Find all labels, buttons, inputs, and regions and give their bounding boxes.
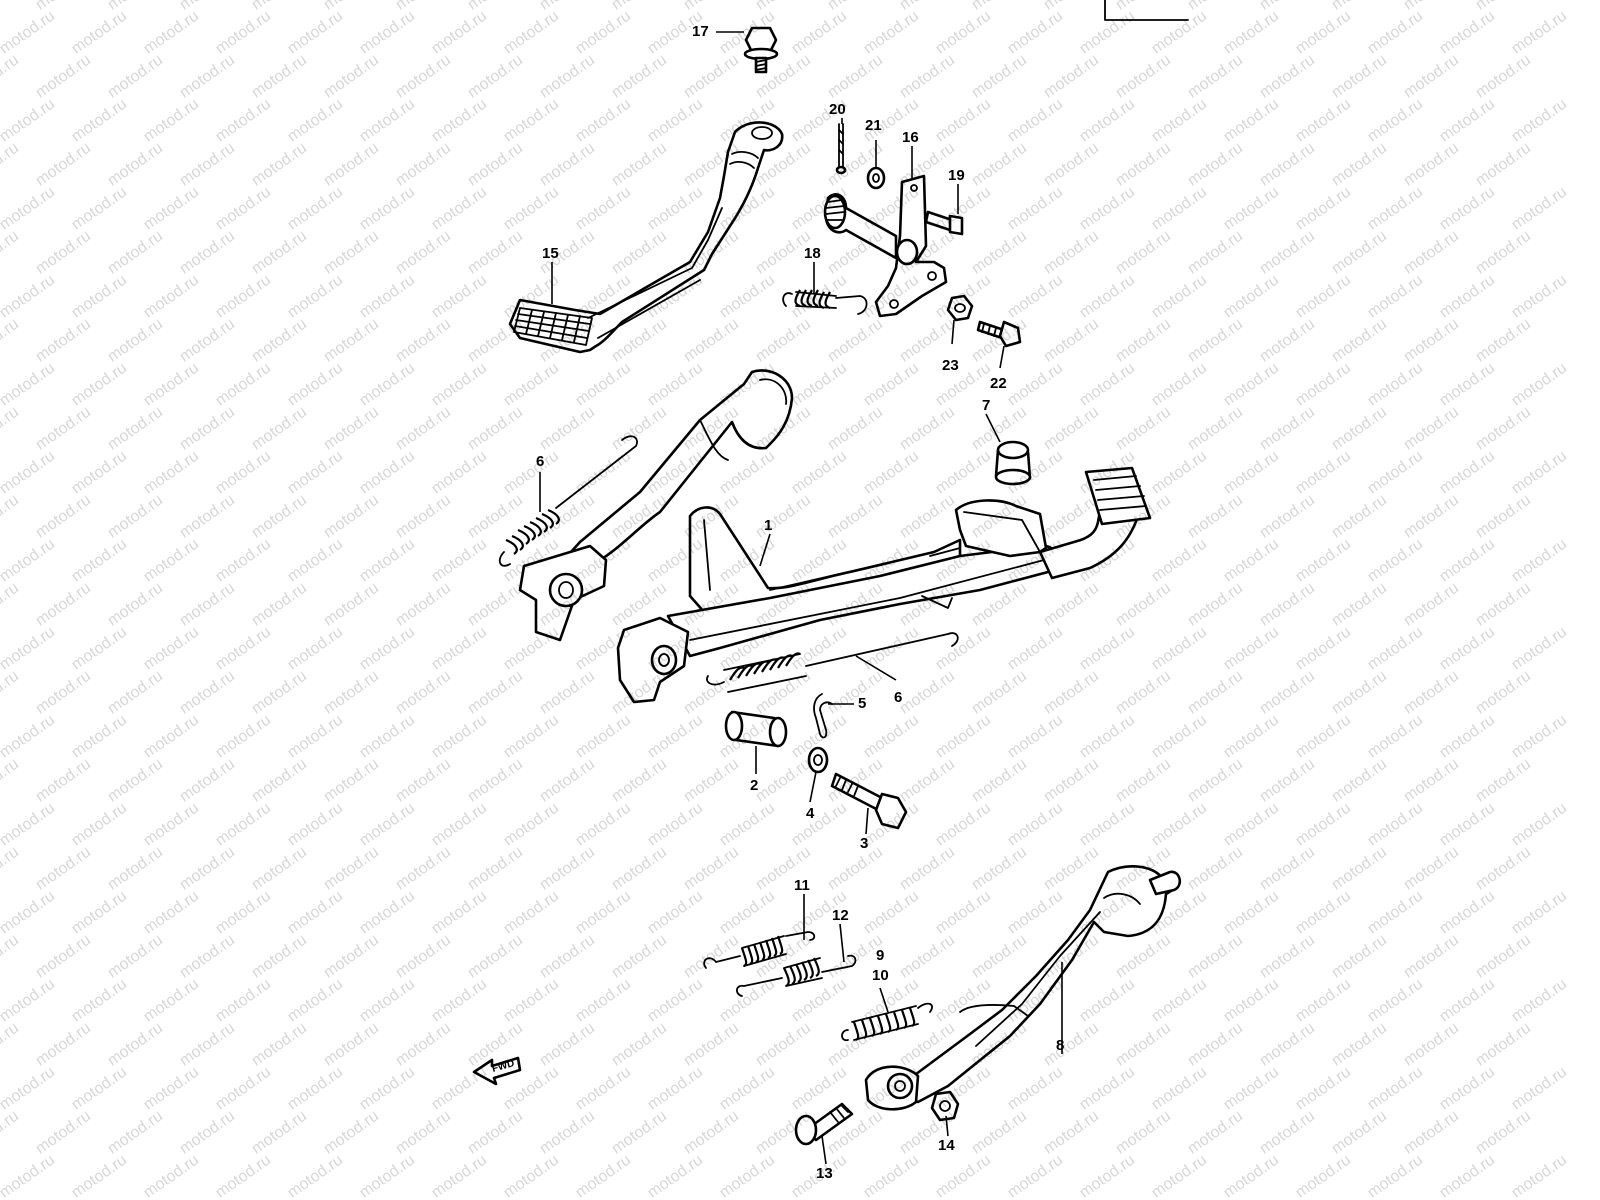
- stand-spring-6-lower: [706, 632, 959, 693]
- callout-22: 22: [990, 375, 1007, 392]
- callout-13: 13: [816, 1165, 833, 1182]
- return-spring-18: [782, 289, 868, 315]
- pivot-bolt-13: [794, 1102, 854, 1146]
- nut-14: [930, 1090, 960, 1122]
- callout-6-upper: 6: [536, 453, 545, 470]
- washer-4: [807, 746, 829, 774]
- callout-3: 3: [860, 835, 869, 852]
- callout-7: 7: [982, 397, 991, 414]
- callout-23: 23: [942, 357, 959, 374]
- bolt-19: [924, 210, 964, 236]
- frame-corner: [1104, 0, 1189, 21]
- callout-17: 17: [692, 23, 709, 40]
- callout-4: 4: [806, 805, 815, 822]
- callout-8: 8: [1056, 1037, 1065, 1054]
- spacer-2: [724, 710, 788, 748]
- brake-pedal-15: [508, 121, 784, 354]
- callout-21: 21: [865, 117, 882, 134]
- side-stand-8: [864, 865, 1182, 1111]
- callout-20: 20: [829, 101, 846, 118]
- callout-18: 18: [804, 245, 821, 262]
- callout-2: 2: [750, 777, 759, 794]
- clip-5: [813, 693, 833, 739]
- callout-6-lower: 6: [894, 689, 903, 706]
- callout-9: 9: [876, 947, 885, 964]
- washer-21: [866, 166, 886, 190]
- bolt-22: [976, 320, 1022, 348]
- spring-12: [736, 954, 857, 997]
- cotter-pin-20: [835, 123, 847, 175]
- stopper-7: [994, 440, 1032, 486]
- flange-bolt-17: [743, 26, 779, 74]
- callout-5: 5: [858, 695, 867, 712]
- spring-9-10: [841, 1002, 933, 1042]
- callout-10: 10: [872, 967, 889, 984]
- fwd-arrow-icon: FWD: [472, 1056, 522, 1086]
- center-stand-1: [518, 369, 1152, 704]
- callout-16: 16: [902, 129, 919, 146]
- callout-14: 14: [938, 1137, 955, 1154]
- bolt-3: [830, 772, 908, 830]
- callout-19: 19: [948, 167, 965, 184]
- callout-15: 15: [542, 245, 559, 262]
- stand-spring-6-upper: [498, 435, 638, 567]
- spring-11: [703, 931, 816, 969]
- callout-12: 12: [832, 907, 849, 924]
- nut-23: [946, 294, 974, 322]
- brake-lever-shaft-16: [823, 174, 948, 318]
- leader-lines: [539, 31, 1063, 1165]
- callout-1: 1: [764, 517, 773, 534]
- callout-11: 11: [794, 877, 810, 894]
